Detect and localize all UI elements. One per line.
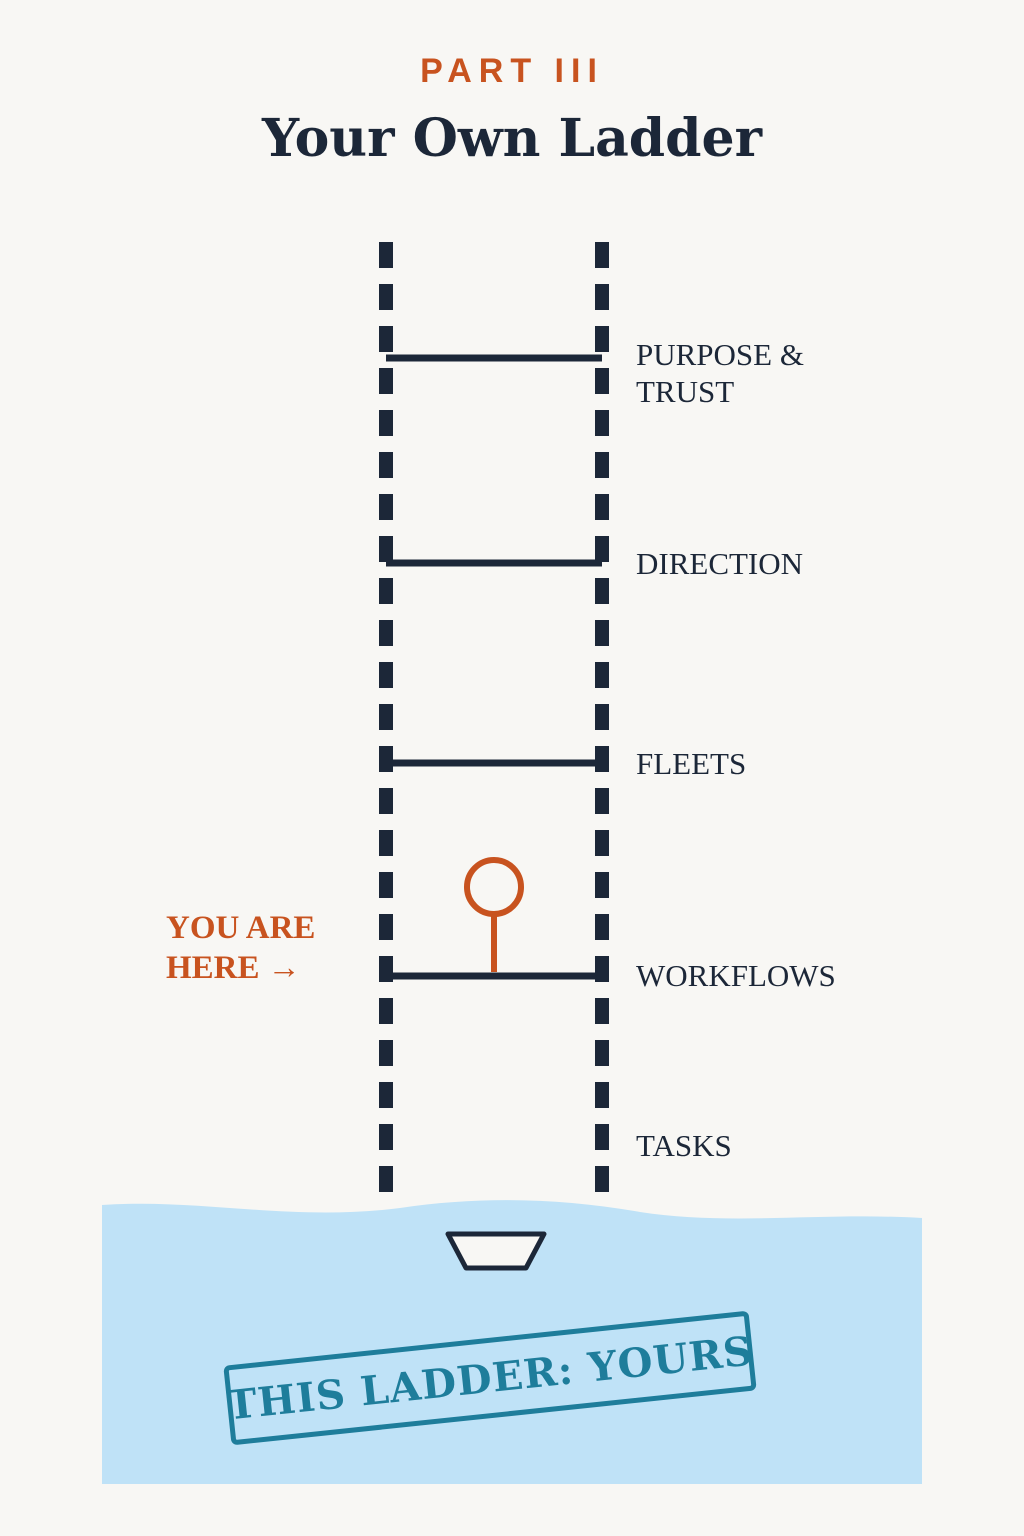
rung-label-fleets: FLEETS: [636, 746, 747, 781]
pin-marker-icon: [464, 857, 524, 972]
rung-label-line: PURPOSE &: [636, 337, 804, 372]
water-area: [102, 1200, 922, 1484]
part-label: PART III: [420, 52, 604, 90]
you-are-here-line: YOU ARE: [166, 910, 316, 946]
you-are-here-label: YOU ARE HERE →: [166, 908, 315, 988]
you-are-here-line: HERE →: [166, 950, 301, 986]
rung-label-line: TRUST: [636, 374, 735, 409]
rung-label-direction: DIRECTION: [636, 546, 804, 581]
rung-label-purpose-trust: PURPOSE & TRUST: [636, 336, 804, 410]
rung-label-workflows: WORKFLOWS: [636, 958, 836, 993]
bucket-icon: [445, 1231, 547, 1271]
page-title: Your Own Ladder: [261, 108, 763, 169]
rung-label-tasks: TASKS: [636, 1128, 732, 1163]
